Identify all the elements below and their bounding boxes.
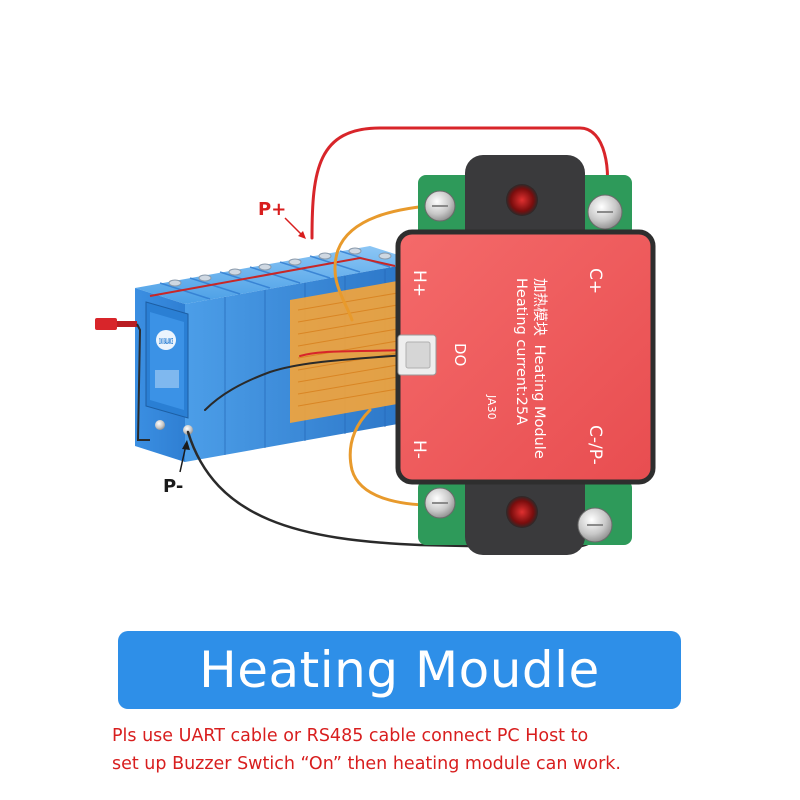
banner-title: Heating Moudle	[199, 641, 600, 699]
heating-module: H+ H- C+ C-/P- DO 加热模块 Heating Module He…	[395, 155, 656, 555]
bms-board: 100 BALANCE	[145, 301, 193, 435]
red-wire	[310, 126, 610, 240]
do-red-wire	[299, 349, 406, 357]
label-h-minus: H-	[409, 440, 429, 459]
p-minus-arrow	[179, 444, 187, 473]
p-plus-arrow	[284, 217, 304, 237]
heating-module-wiring-diagram: 100 BALANCE	[95, 126, 656, 555]
bms-logo-icon	[156, 330, 176, 350]
label-h-plus: H+	[409, 270, 429, 297]
module-title-line-1: 加热模块 Heating Module	[531, 278, 548, 459]
module-model: JA30	[485, 394, 498, 420]
note-line-2: set up Buzzer Swtich “On” then heating m…	[112, 754, 621, 774]
orange-wire-bottom	[348, 408, 442, 507]
orange-wire-top	[333, 203, 442, 322]
instruction-note: Pls use UART cable or RS485 cable connec…	[112, 722, 702, 778]
label-c-plus: C+	[585, 268, 605, 294]
battery-connector	[95, 318, 150, 441]
module-title-english: Heating Module	[531, 345, 547, 459]
bms-logo-text: 100 BALANCE	[159, 337, 173, 346]
callouts: P+ P-	[163, 199, 306, 497]
do-signal-wire	[204, 354, 406, 411]
label-do: DO	[451, 343, 469, 366]
module-current-rating: Heating current:25A	[513, 278, 529, 425]
label-c-minus-p-minus: C-/P-	[585, 425, 605, 465]
note-line-1: Pls use UART cable or RS485 cable connec…	[112, 726, 589, 746]
bms-terminal-bolt-icon	[155, 420, 165, 430]
bms-p-minus-bolt-icon	[183, 425, 193, 435]
p-minus-label: P-	[163, 476, 183, 497]
p-plus-label: P+	[258, 199, 286, 220]
mount-hole-bottom-icon	[506, 496, 538, 528]
bolts	[424, 190, 623, 543]
mount-hole-top-icon	[506, 184, 538, 216]
module-chinese-title: 加热模块	[531, 278, 548, 336]
title-banner: Heating Moudle	[118, 631, 681, 709]
